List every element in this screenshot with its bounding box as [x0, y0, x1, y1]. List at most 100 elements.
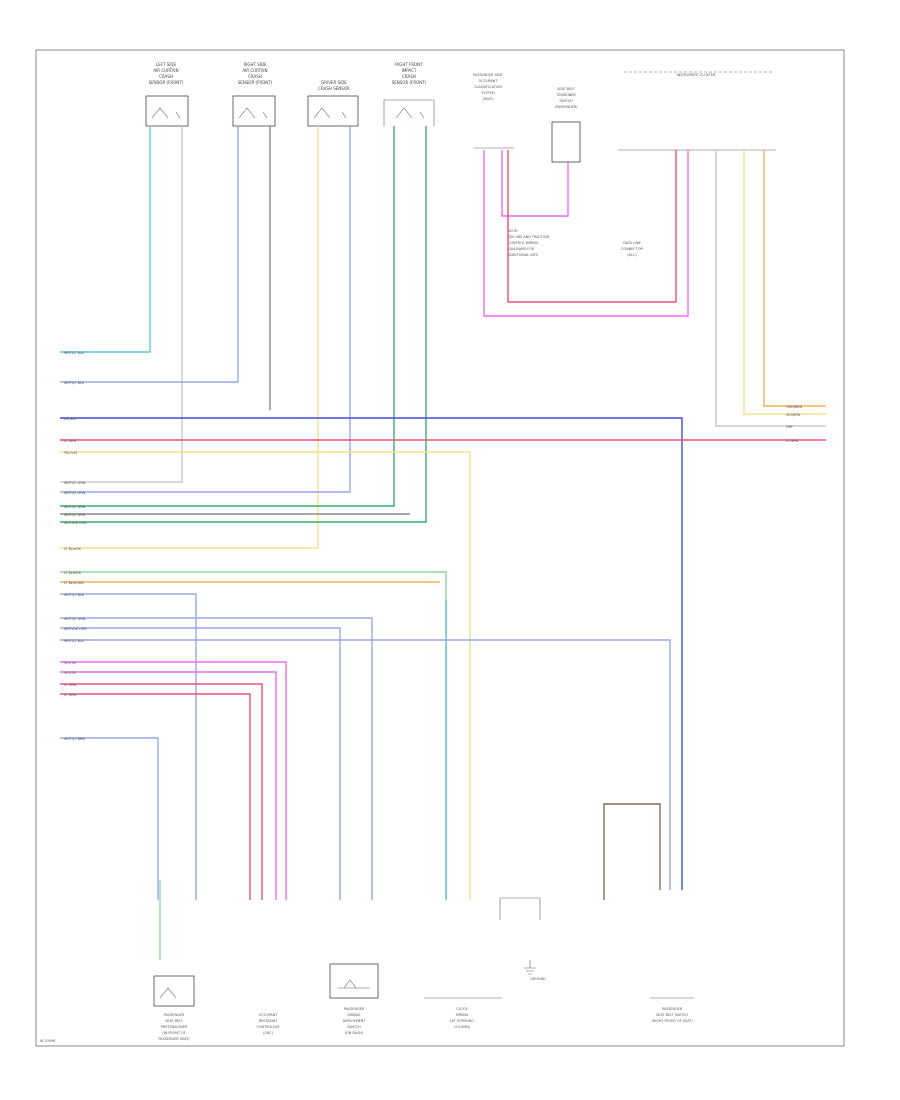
wire-lightblue-2 [60, 126, 351, 493]
occ-label-3: CLASSIFICATION [474, 85, 502, 89]
wire-red-occ [507, 150, 677, 303]
right-labels: ORG/BRN VIO/BRN GRY LT GRN [786, 405, 802, 443]
pretensioner-label-4: (IN FRONT OF [162, 1031, 185, 1035]
wire-magenta-1 [60, 661, 287, 900]
cluster-label: INSTRUMENT CLUSTER [677, 73, 716, 77]
airbag-label-1: PASSENGER [344, 1007, 365, 1011]
left-label-22: WHT/LT BRN [64, 737, 85, 741]
pretensioner-label-5: PASSENGER SEAT) [158, 1037, 190, 1041]
left-labels: WHT/LT BLU WHT/LT BLU DK BLU LT GRN YEL/… [64, 351, 87, 741]
left-label-15: WHT/LT GRN [64, 617, 86, 621]
left-label-21: LT GRN [64, 693, 77, 697]
sensor-rf-box [383, 99, 435, 126]
left-label-8: WHT/LT GRN [64, 505, 86, 509]
sensor-left-side: LEFT SIDE AIR CURTAIN CRASH SENSOR (FRON… [145, 62, 189, 127]
left-label-14: WHT/LT BLU [64, 593, 85, 597]
airbag-switch-box [329, 963, 379, 999]
wire-lightblue-3 [60, 593, 197, 900]
sensor-left-label-3: CRASH [159, 74, 173, 79]
note-dlc: DATA LINK CONNECTOR (DLC) [621, 241, 643, 257]
wire-ground [499, 897, 541, 920]
left-label-11: LT BLU/DK [64, 547, 82, 551]
passenger-airbag-switch: PASSENGER AIRBAG DEPLOYMENT SWITCH (ON D… [329, 963, 379, 1035]
wire-lightblue-1 [60, 126, 239, 383]
pretensioner-label-2: SEAT BELT [165, 1019, 183, 1023]
wire-red-2 [60, 683, 263, 900]
wire-white-left [60, 126, 183, 483]
left-label-6: WHT/LT GRN [64, 481, 86, 485]
sensor-right-label-4: SENSOR (FRONT) [238, 80, 273, 85]
left-label-19: VIO/TN [64, 671, 76, 675]
pretensioner-symbol [159, 987, 177, 999]
airbag-label-3: DEPLOYMENT [343, 1019, 367, 1023]
sensor-right-front: RIGHT FRONT IMPACT CRASH SENSOR (FRONT) [383, 62, 435, 126]
sensor-left-label-4: SENSOR (FRONT) [149, 80, 184, 85]
left-label-12: LT BLU/DK [64, 571, 82, 575]
sensor-right-box [232, 95, 276, 127]
sbt-box [551, 121, 581, 163]
airbag-switch-symbol [338, 979, 370, 989]
clock-label-2: SPRING [456, 1013, 469, 1017]
wire-lightblue-7 [60, 737, 159, 900]
wire-yellow-right [743, 150, 826, 415]
sbt-label-1: SEAT BELT [557, 87, 575, 91]
sensor-right-symbol [238, 107, 268, 119]
sbt-label-3: SWITCH [559, 99, 573, 103]
sensor-right-label-3: CRASH [248, 74, 262, 79]
occupant-classification: PASSENGER SEAT OCCUPANT CLASSIFICATION S… [473, 73, 514, 149]
sensor-rf-label-3: CRASH [402, 74, 416, 79]
sensor-driver: DRIVER SIDE CRASH SENSOR [307, 80, 359, 127]
left-label-1: WHT/LT BLU [64, 351, 85, 355]
footer-code: W 33906 [40, 1039, 55, 1043]
wire-cyan-left [60, 126, 151, 353]
sensor-left-symbol [151, 107, 181, 119]
pretensioner-label-1: PASSENGER [164, 1013, 185, 1017]
note1-line-5: ADDITIONAL INFO [508, 253, 539, 257]
orc-label-1: OCCUPANT [259, 1013, 279, 1017]
sensor-right-label-1: RIGHT SIDE [243, 62, 267, 67]
sensor-driver-symbol [313, 107, 347, 119]
note-abs: NOTE: SEE ABS AND TRACTION CONTROL WIRIN… [508, 229, 550, 257]
wire-lightblue-6 [60, 639, 671, 890]
sensor-driver-label-2: CRASH SENSOR [318, 86, 350, 91]
orc-label-4: (ORC) [263, 1031, 274, 1035]
sensor-driver-box [307, 95, 359, 127]
wires [60, 126, 826, 960]
note1-line-3: CONTROL WIRING [508, 241, 539, 245]
right-label-2: VIO/BRN [786, 413, 801, 417]
passenger-seatbelt-switch: PASSENGER SEAT BELT SWITCH (RIGHT FRONT … [650, 997, 694, 1023]
right-label-3: GRY [786, 425, 794, 429]
occupant-restraint-controller: OCCUPANT RESTRAINT CONTROLLER (ORC) [257, 1013, 281, 1035]
left-label-18: VIO/TN [64, 661, 76, 665]
wire-white-right [715, 150, 826, 427]
wire-magenta-sbt [501, 150, 569, 217]
wire-orange-right [763, 150, 826, 407]
wire-green-rf-2 [60, 126, 427, 523]
psb-label-1: PASSENGER [662, 1007, 683, 1011]
ground-label: GROUND [530, 977, 546, 981]
wire-blue-main [60, 417, 683, 890]
airbag-label-5: (ON DASH) [345, 1031, 364, 1035]
occ-label-2: OCCUPANT [479, 79, 499, 83]
left-label-5: YEL/VIO [64, 451, 78, 455]
sbt-label-4: (PASSENGER) [555, 105, 579, 109]
clock-label-3: (AT STEERING [450, 1019, 474, 1023]
sensor-rf-label-4: SENSOR (FRONT) [392, 80, 427, 85]
left-label-10: WHT/DK GRN [64, 521, 87, 525]
left-label-13: LT BLU/ORG [64, 581, 84, 585]
orc-label-3: CONTROLLER [257, 1025, 281, 1029]
wire-magenta-occ [483, 150, 689, 317]
left-label-20: LT GRN [64, 683, 77, 687]
right-label-1: ORG/BRN [786, 405, 802, 409]
orc-label-2: RESTRAINT [259, 1019, 279, 1023]
sensor-right-side: RIGHT SIDE AIR CURTAIN CRASH SENSOR (FRO… [232, 62, 276, 127]
left-label-17: WHT/LT BLU [64, 639, 85, 643]
sensor-left-label-1: LEFT SIDE [156, 62, 177, 67]
note1-line-1: NOTE: [508, 229, 519, 233]
pretensioner-box [153, 975, 195, 1007]
note2-line-2: CONNECTOR [621, 247, 643, 251]
wire-red-3 [60, 693, 251, 900]
sensor-rf-label-1: RIGHT FRONT [395, 62, 423, 67]
seatbelt-tensioner-switch: SEAT BELT TENSIONER SWITCH (PASSENGER) [551, 87, 581, 163]
wire-brown-clock [603, 803, 661, 900]
